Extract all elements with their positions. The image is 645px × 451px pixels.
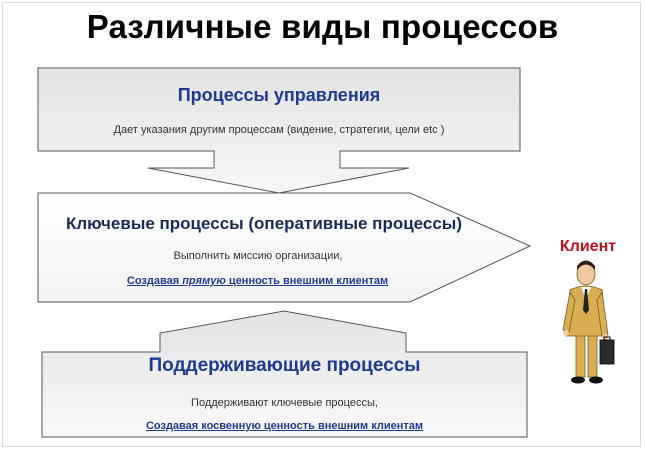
core-value-prefix: Создавая [127, 275, 182, 287]
businessman-with-briefcase-icon [563, 261, 614, 384]
core-value-statement: Создавая прямую ценность внешним клиента… [60, 275, 455, 287]
core-heading: Ключевые процессы (оперативные процессы) [38, 214, 490, 234]
support-description: Поддерживают ключевые процессы, [42, 397, 527, 409]
client-label: Клиент [548, 238, 628, 256]
core-value-suffix: ценность внешним клиентам [226, 275, 388, 287]
core-description: Выполнить миссию организации, [158, 250, 358, 262]
management-heading: Процессы управления [38, 85, 520, 106]
core-value-emphasis: прямую [182, 275, 226, 287]
support-heading: Поддерживающие процессы [42, 355, 527, 377]
management-description: Дает указания другим процессам (видение,… [38, 124, 520, 136]
page-title: Различные виды процессов [0, 8, 645, 46]
support-value-statement: Создавая косвенную ценность внешним клие… [42, 420, 527, 432]
